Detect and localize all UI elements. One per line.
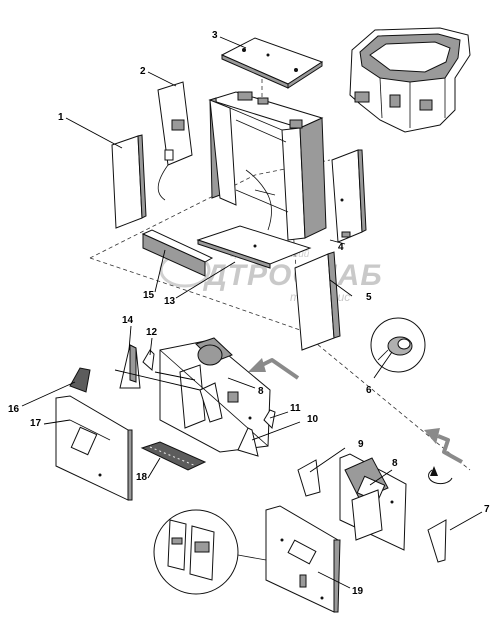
callout-14: 14 — [122, 315, 134, 326]
callout-12: 12 — [146, 327, 158, 338]
part-16-plate — [69, 367, 91, 393]
part-14-bracket — [119, 344, 141, 389]
part-4-side-panel — [331, 149, 367, 243]
callout-2: 2 — [140, 66, 146, 77]
part-15-floor-panel — [141, 229, 214, 277]
part-7-bracket — [427, 519, 447, 563]
callout-3: 3 — [212, 30, 218, 41]
part-9-bracket — [297, 459, 321, 497]
callout-11: 11 — [290, 403, 301, 414]
callout-17: 17 — [30, 418, 42, 429]
callout-9: 9 — [358, 439, 364, 450]
part-3-top-panel — [220, 37, 324, 89]
part-13-floor-panel — [196, 225, 312, 269]
callout-leaders — [21, 36, 483, 589]
callout-7: 7 — [484, 504, 490, 515]
callout-8a: 8 — [258, 386, 264, 397]
assembly-arrows — [248, 358, 463, 485]
callout-13: 13 — [164, 296, 176, 307]
callout-10: 10 — [307, 414, 319, 425]
callout-5: 5 — [366, 292, 372, 303]
part-2-side-panel — [157, 81, 193, 201]
middle-assembly — [159, 337, 271, 453]
part-1-side-panel — [111, 134, 147, 229]
callout-16: 16 — [8, 404, 20, 415]
callout-8b: 8 — [392, 458, 398, 469]
callout-19: 19 — [352, 586, 364, 597]
part-10-bracket — [237, 427, 259, 457]
callout-labels: 1 2 3 4 5 6 7 8 8 9 10 11 12 13 14 15 16… — [8, 30, 490, 597]
callout-15: 15 — [143, 290, 155, 301]
right-assembly — [339, 453, 407, 551]
callout-6: 6 — [366, 385, 372, 396]
part-11-bracket — [263, 409, 276, 430]
central-frame — [208, 91, 327, 241]
part-17-panel — [55, 395, 133, 501]
watermark-brand-text: ДТРОСНАБ — [202, 259, 383, 292]
callout-1: 1 — [58, 112, 64, 123]
part-6-tape-roll — [370, 317, 426, 373]
detail-circle — [153, 509, 267, 595]
part-12-bracket — [142, 349, 155, 372]
part-19-back-panel — [265, 505, 341, 613]
callout-4: 4 — [338, 242, 344, 253]
cab-frame — [349, 27, 471, 133]
part-18-rail — [140, 441, 207, 471]
part-5-side-panel — [294, 251, 341, 351]
callout-18: 18 — [136, 472, 148, 483]
